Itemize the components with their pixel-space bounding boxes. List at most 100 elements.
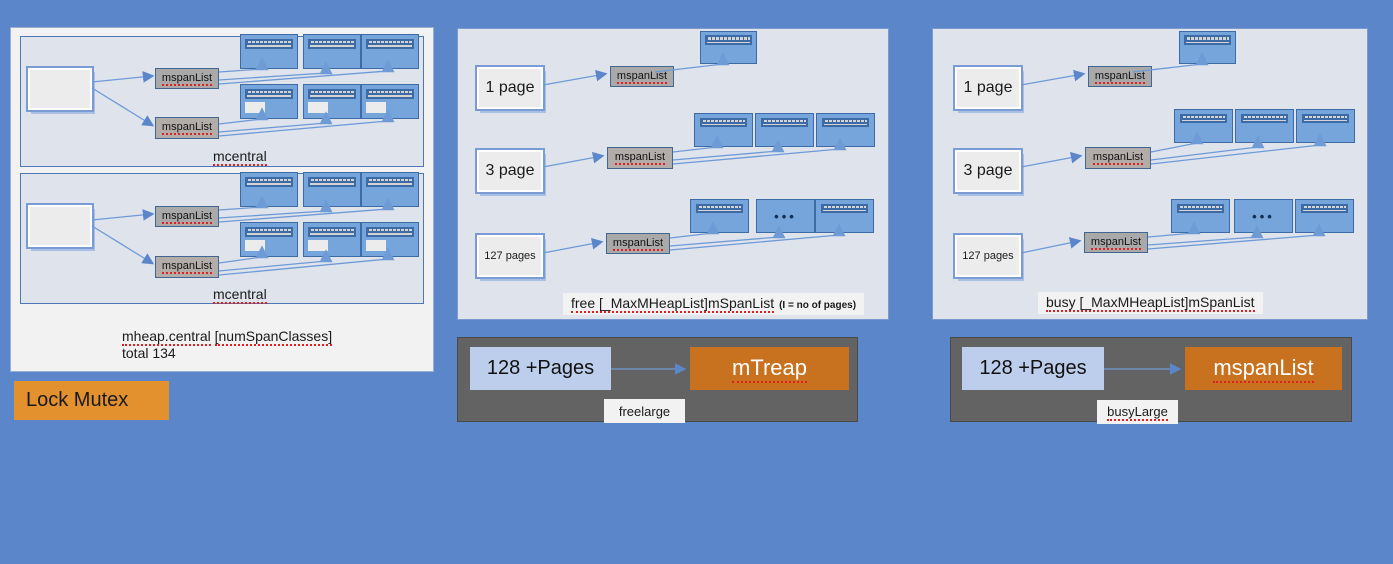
span-icon <box>694 113 753 147</box>
busylarge-pages-box: 128 +Pages <box>962 347 1104 390</box>
span-icon <box>1235 109 1294 143</box>
mspanlist-chip-label: mspanList <box>161 71 213 86</box>
span-icon <box>690 199 749 233</box>
mspanlist-chip-bottom-1[interactable]: mspanList <box>155 206 219 227</box>
busy-mspanlist-chip-2[interactable]: mspanList <box>1085 147 1151 169</box>
free-mspanlist-caption-note: (I = no of pages) <box>779 300 857 311</box>
window-fragment-icon <box>245 102 265 114</box>
busy-page-box-label: 127 pages <box>962 250 1014 262</box>
memory-stick-icon <box>366 88 414 99</box>
freelarge-pages-label: 128 +Pages <box>486 357 595 379</box>
span-icon-with-window <box>303 222 361 257</box>
memory-stick-icon <box>699 117 748 128</box>
lock-mutex-label: Lock Mutex <box>26 389 129 411</box>
mspanlist-chip-label: mspanList <box>161 209 213 224</box>
memory-stick-icon <box>695 203 744 214</box>
free-mspanlist-chip-2[interactable]: mspanList <box>607 147 673 169</box>
memory-stick-icon <box>308 88 356 99</box>
span-icon-ellipsis: ••• <box>1234 199 1293 233</box>
ellipsis-icon: ••• <box>774 208 797 224</box>
free-page-box-1: 1 page <box>475 65 545 111</box>
mspanlist-chip-label: mspanList <box>614 151 666 165</box>
mheap-central-ref: mheap.central <box>122 328 211 346</box>
memory-stick-icon <box>1179 113 1228 124</box>
memory-stick-icon <box>245 226 293 237</box>
span-icon <box>361 172 419 207</box>
memory-stick-icon <box>1184 35 1231 45</box>
num-span-classes-ref: [numSpanClasses] <box>214 328 333 346</box>
memory-stick-icon <box>1176 203 1225 214</box>
freelarge-pages-box: 128 +Pages <box>470 347 611 390</box>
span-icon <box>1296 109 1355 143</box>
span-icon-with-window <box>361 84 419 119</box>
memory-stick-icon <box>245 176 293 187</box>
mspanlist-chip-label: mspanList <box>1094 69 1146 84</box>
memory-stick-icon <box>705 35 752 45</box>
span-icon <box>1179 31 1236 64</box>
busylarge-tag-label: busyLarge <box>1107 403 1168 421</box>
memory-stick-icon <box>821 117 870 128</box>
mspanlist-chip-label: mspanList <box>1090 235 1142 250</box>
memory-stick-icon <box>760 117 809 128</box>
span-icon <box>240 34 298 69</box>
free-page-box-2: 3 page <box>475 148 545 194</box>
mtreap-label: mTreap <box>732 355 807 383</box>
mspanlist-chip-top-1[interactable]: mspanList <box>155 68 219 89</box>
freelarge-tag: freelarge <box>604 399 685 423</box>
memory-stick-icon <box>245 38 293 49</box>
span-icon <box>240 172 298 207</box>
mspanlist-chip-bottom-2[interactable]: mspanList <box>155 256 219 278</box>
span-icon-with-window <box>240 84 298 119</box>
mtreap-box[interactable]: mTreap <box>690 347 849 390</box>
span-icon-with-window <box>303 84 361 119</box>
busy-mspanlist-caption: busy [_MaxMHeapList]mSpanList <box>1038 292 1263 314</box>
memory-stick-icon <box>366 176 414 187</box>
free-mspanlist-caption-main: free [_MaxMHeapList]mSpanList <box>571 295 775 313</box>
memory-stick-icon <box>308 176 356 187</box>
memory-stick-icon <box>245 88 293 99</box>
busy-page-box-label: 3 page <box>963 162 1013 179</box>
freelarge-tag-label: freelarge <box>618 403 671 419</box>
span-icon <box>700 31 757 64</box>
mspanlist-chip-label: mspanList <box>1092 151 1144 165</box>
span-icon <box>1174 109 1233 143</box>
busy-mspanlist-chip-3[interactable]: mspanList <box>1084 232 1148 253</box>
memory-stick-icon <box>820 203 869 214</box>
free-page-box-label: 1 page <box>485 79 535 96</box>
mheap-central-info: mheap.central [numSpanClasses] total 134 <box>110 322 334 362</box>
window-fragment-icon <box>308 240 328 252</box>
window-fragment-icon <box>308 102 328 114</box>
memory-stick-icon <box>1240 113 1289 124</box>
mspanlist-chip-top-2[interactable]: mspanList <box>155 117 219 139</box>
busy-mspanlist-box[interactable]: mspanList <box>1185 347 1342 390</box>
ellipsis-icon: ••• <box>1252 208 1275 224</box>
span-icon <box>1171 199 1230 233</box>
free-page-box-label: 3 page <box>485 162 535 179</box>
busy-page-box-3: 127 pages <box>953 233 1023 279</box>
span-icon <box>815 199 874 233</box>
mheap-central-info-line1: mheap.central [numSpanClasses] <box>122 328 333 346</box>
busy-mspanlist-chip-1[interactable]: mspanList <box>1088 66 1152 87</box>
free-mspanlist-chip-3[interactable]: mspanList <box>606 233 670 254</box>
busylarge-pages-label: 128 +Pages <box>979 357 1087 379</box>
mheap-central-info-line2: total 134 <box>122 345 176 361</box>
mcentral-title-bottom: mcentral <box>213 286 267 304</box>
busylarge-tag: busyLarge <box>1097 400 1178 424</box>
busy-page-box-label: 1 page <box>963 79 1013 96</box>
memory-stick-icon <box>308 226 356 237</box>
busy-page-box-1: 1 page <box>953 65 1023 111</box>
span-icon-with-window <box>240 222 298 257</box>
window-fragment-icon <box>245 240 265 252</box>
free-page-box-label: 127 pages <box>484 250 536 262</box>
busy-mspanlist-caption-main: busy [_MaxMHeapList]mSpanList <box>1046 294 1255 312</box>
span-icon <box>303 34 361 69</box>
free-mspanlist-chip-1[interactable]: mspanList <box>610 66 674 87</box>
free-mspanlist-caption: free [_MaxMHeapList]mSpanList (I = no of… <box>563 293 865 315</box>
mspanlist-chip-label: mspanList <box>612 236 664 251</box>
memory-stick-icon <box>366 38 414 49</box>
span-icon <box>816 113 875 147</box>
memory-stick-icon <box>1301 113 1350 124</box>
free-page-box-3: 127 pages <box>475 233 545 279</box>
lock-mutex-button[interactable]: Lock Mutex <box>14 381 169 420</box>
